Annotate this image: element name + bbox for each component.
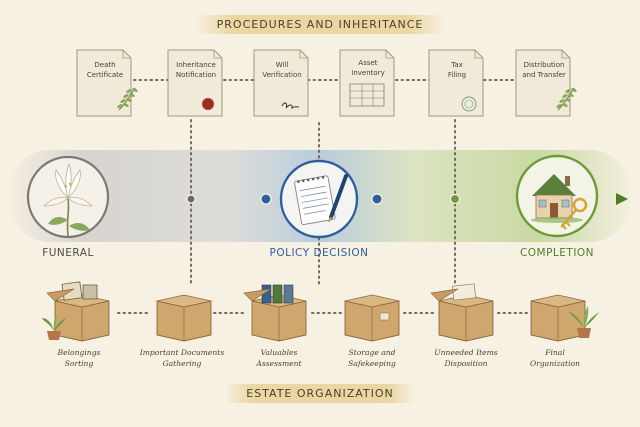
leaf-sprig-icon xyxy=(117,87,138,111)
open-box-with-photos-icon xyxy=(46,281,98,302)
procedures-banner: PROCEDURES AND INHERITANCE xyxy=(194,15,446,34)
stage-label-policy-decision: POLICY DECISION xyxy=(269,247,369,259)
box-1 xyxy=(156,294,212,342)
taped-box-icon xyxy=(379,312,390,321)
box-3 xyxy=(344,294,400,342)
open-box-with-papers-icon xyxy=(430,283,477,302)
boxes-row xyxy=(46,281,586,342)
documents-row xyxy=(76,49,577,117)
stamp-icon xyxy=(461,96,477,112)
wax-seal-icon xyxy=(202,98,214,110)
table-grid-icon xyxy=(349,83,385,107)
document-1 xyxy=(167,49,223,117)
box-2 xyxy=(243,284,307,342)
potted-plant-icon xyxy=(42,314,66,340)
document-0 xyxy=(76,49,138,117)
document-5 xyxy=(515,49,577,117)
leaf-sprig-icon xyxy=(556,87,577,111)
top-connectors xyxy=(133,79,519,286)
stage-label-completion: COMPLETION xyxy=(519,247,595,259)
timeline-dot xyxy=(371,193,383,205)
document-4 xyxy=(428,49,484,117)
box-4 xyxy=(430,283,494,342)
open-box-with-books-icon xyxy=(243,284,294,304)
estate-organization-banner: ESTATE ORGANIZATION xyxy=(224,384,416,403)
timeline-dot xyxy=(186,194,196,204)
document-3 xyxy=(339,49,395,117)
box-0 xyxy=(46,281,110,342)
timeline-arrow-icon xyxy=(616,193,628,205)
funeral-node xyxy=(26,155,110,239)
pen-icon xyxy=(328,174,348,223)
box-5 xyxy=(530,294,586,342)
potted-plant-icon xyxy=(569,306,599,338)
lily-icon xyxy=(43,162,93,237)
completion-node xyxy=(515,154,599,238)
policy-node xyxy=(279,159,359,239)
notepad-icon xyxy=(294,175,336,225)
document-2 xyxy=(253,49,309,117)
signature-icon xyxy=(281,102,300,110)
timeline-dots xyxy=(186,193,461,205)
timeline-dot xyxy=(260,193,272,205)
key-icon xyxy=(560,197,588,230)
stage-label-funeral: FUNERAL xyxy=(42,247,94,259)
timeline-dot xyxy=(449,193,461,205)
